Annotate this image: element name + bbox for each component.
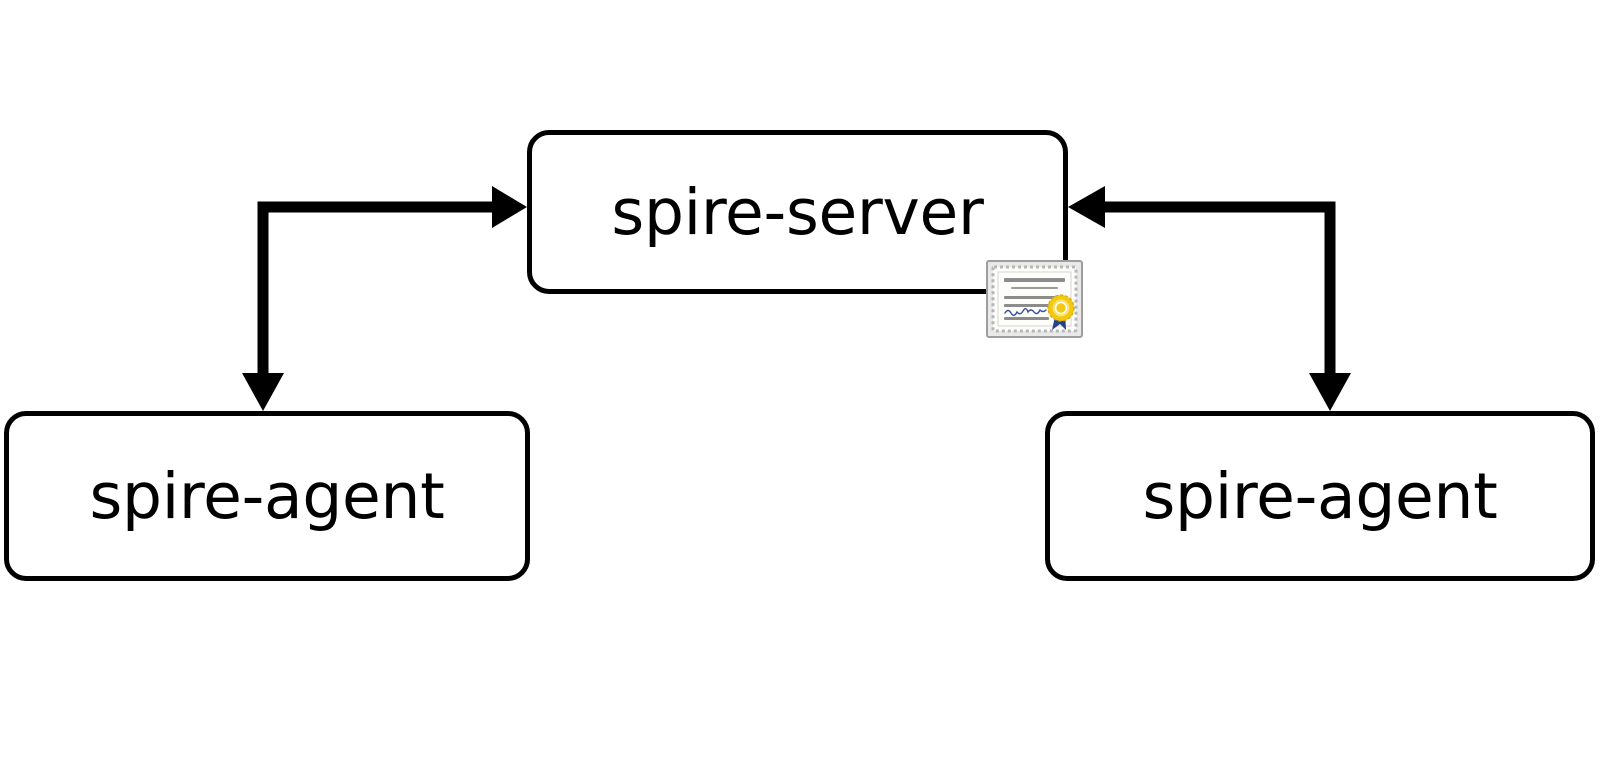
edge-right-elbow — [1324, 201, 1336, 213]
node-spire-server-label: spire-server — [611, 175, 984, 249]
certificate-seal — [1047, 294, 1075, 322]
node-spire-agent-left-label: spire-agent — [89, 459, 445, 533]
edge-left-elbow — [257, 201, 290, 213]
arrowhead-down-into-agent-left — [242, 373, 284, 411]
edge-left-path — [257, 201, 503, 383]
node-spire-server[interactable]: spire-server — [527, 130, 1068, 294]
edge-right-agent-to-server — [1068, 186, 1351, 411]
certificate-rule-4 — [1004, 317, 1049, 320]
certificate-heading-rule — [1004, 278, 1065, 282]
arrowhead-left-into-server — [1068, 186, 1105, 228]
certificate-rule-1 — [1011, 287, 1058, 289]
node-spire-agent-left[interactable]: spire-agent — [4, 411, 530, 581]
arrowhead-down-into-agent-right — [1309, 373, 1351, 411]
node-spire-agent-right[interactable]: spire-agent — [1045, 411, 1595, 581]
certificate-icon — [986, 260, 1083, 338]
certificate-signature — [1004, 308, 1047, 316]
edge-left-agent-to-server — [242, 186, 527, 411]
edge-right-path — [1104, 201, 1336, 383]
certificate-rule-3 — [1004, 304, 1056, 307]
arrowhead-right-into-server — [492, 186, 527, 228]
node-spire-agent-right-label: spire-agent — [1142, 459, 1498, 533]
certificate-rule-2 — [1004, 296, 1056, 299]
